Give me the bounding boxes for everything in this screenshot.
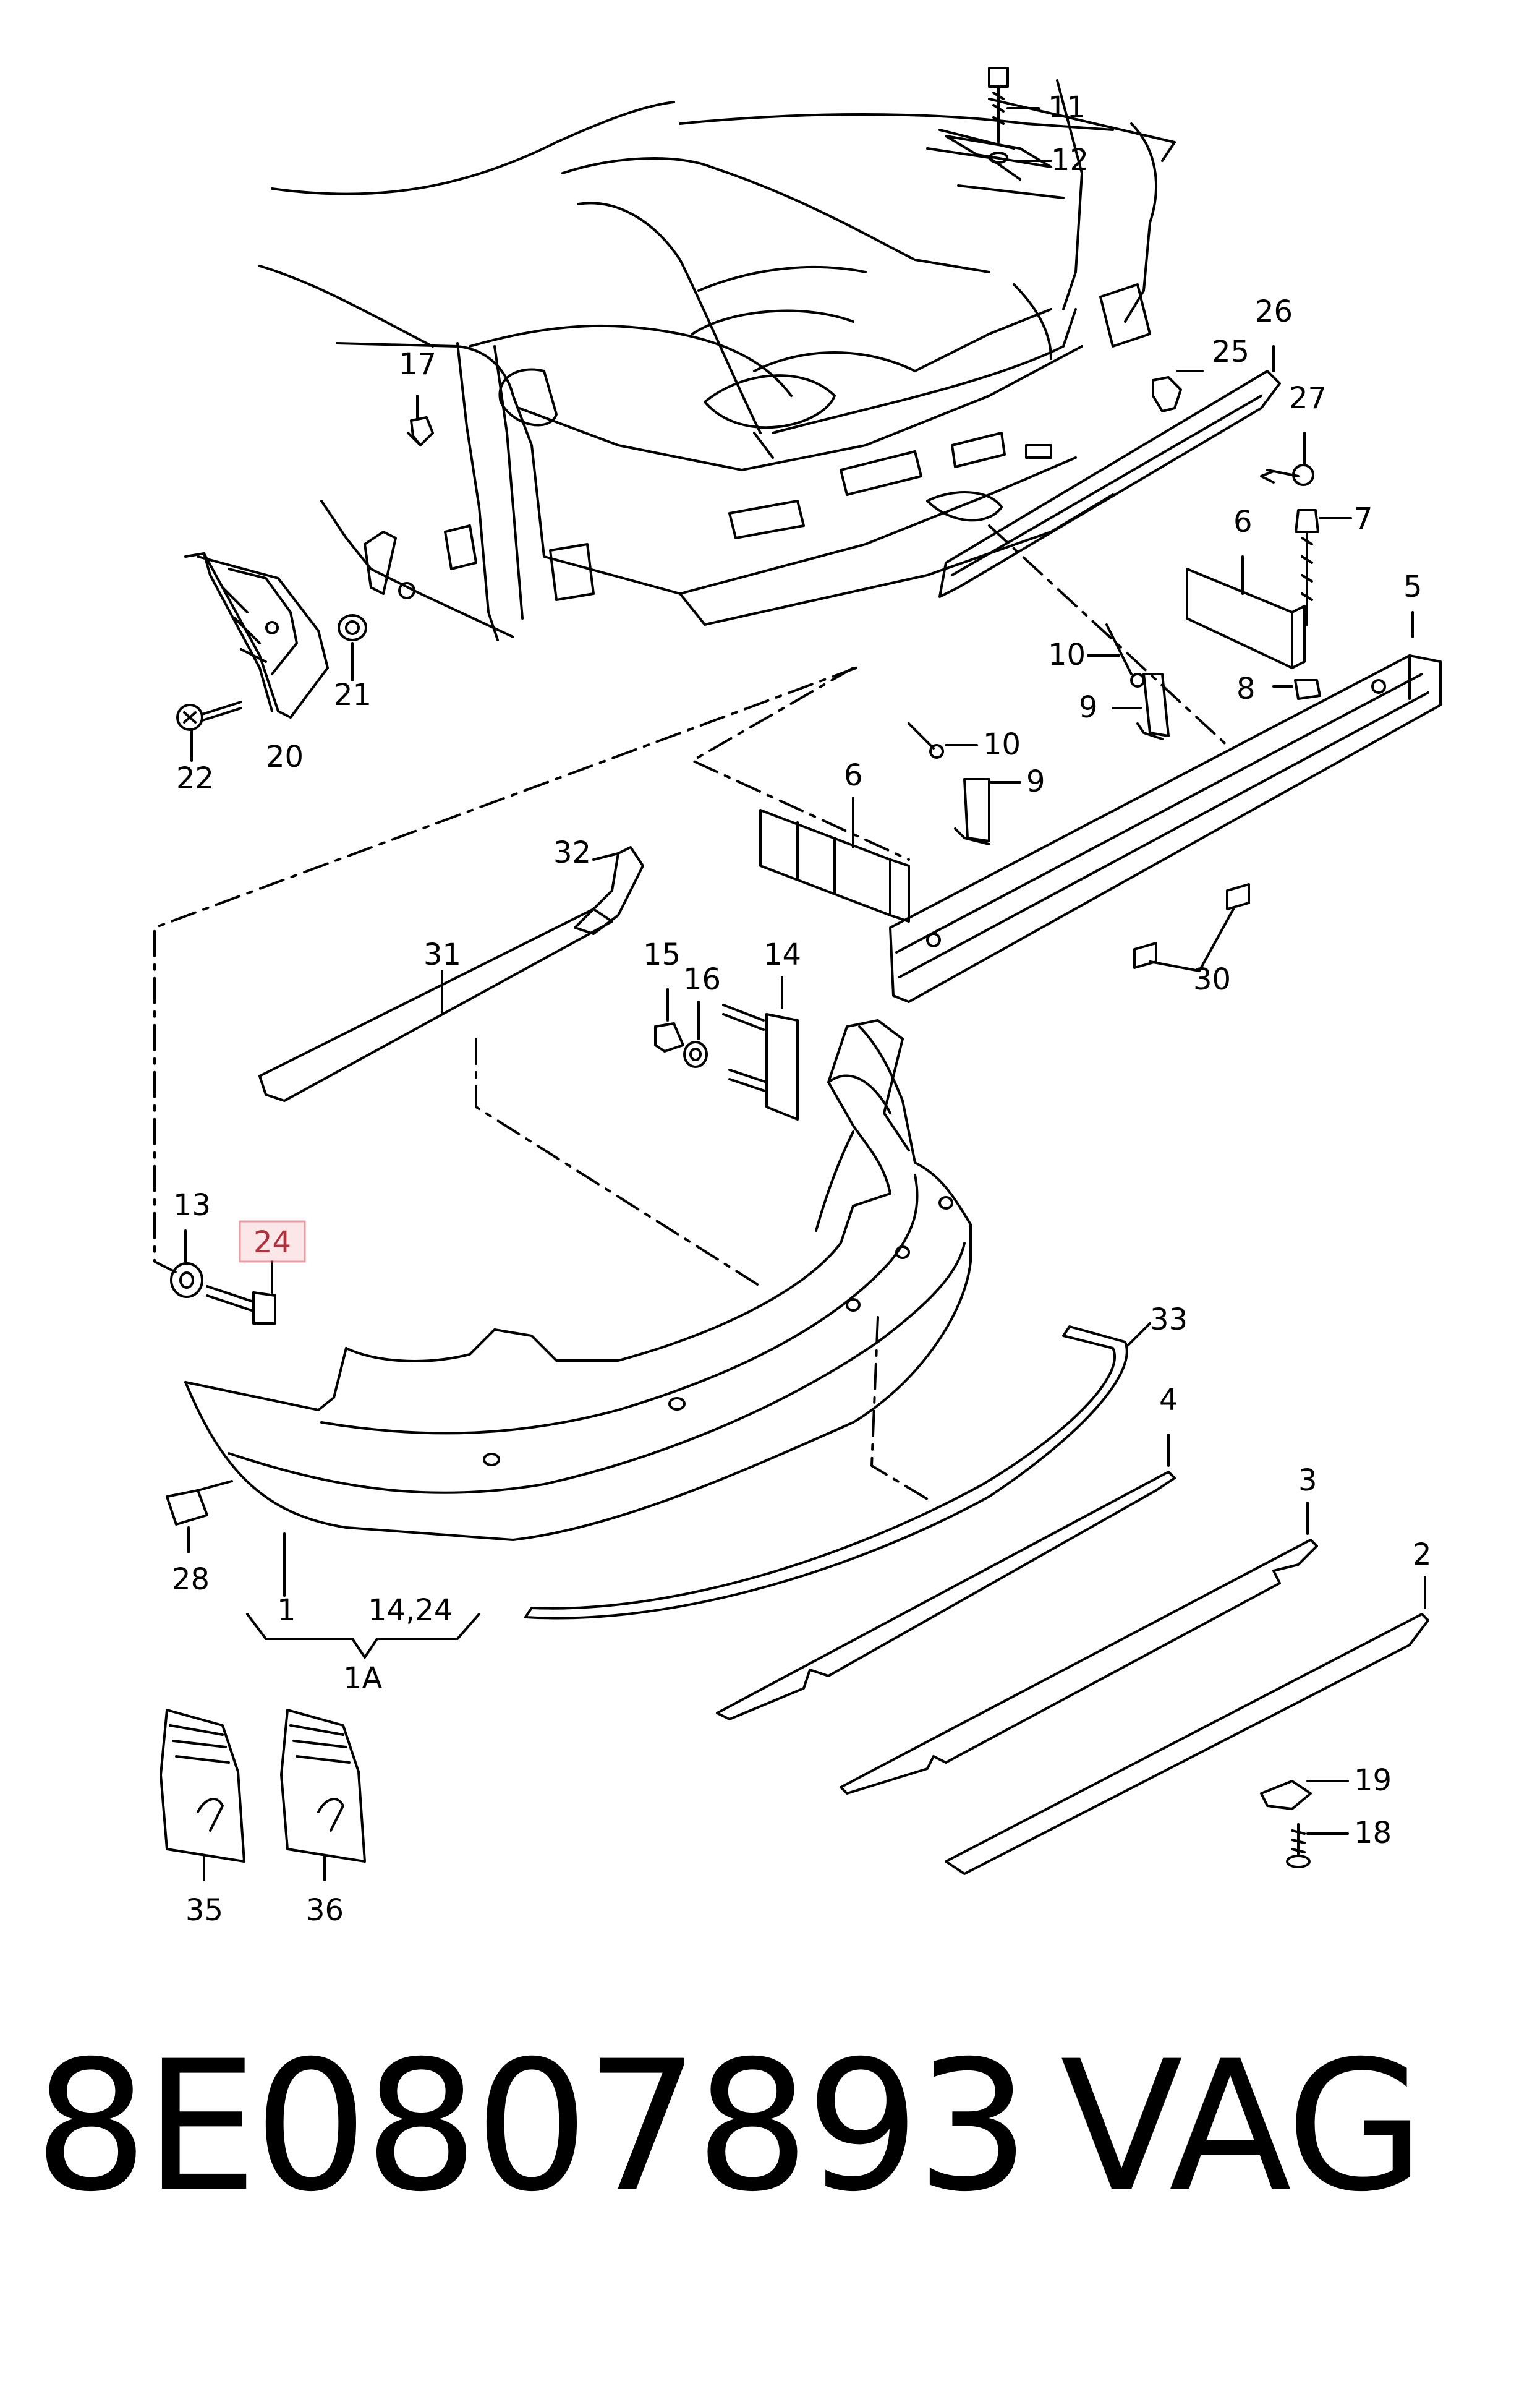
callout-18: 18 xyxy=(1354,1816,1392,1850)
car-rear-body xyxy=(258,79,1176,641)
callout-12: 12 xyxy=(1051,143,1089,177)
bracket-9-upper xyxy=(1112,673,1170,740)
callout-24: 24 xyxy=(253,1225,291,1260)
impact-absorber-6-left xyxy=(759,797,910,923)
callout-28: 28 xyxy=(172,1562,210,1597)
bag-35 xyxy=(160,1709,245,1881)
washer-13 xyxy=(170,1229,203,1298)
nut-21 xyxy=(338,614,367,682)
nut-8 xyxy=(1272,679,1321,700)
chrome-trim-33 xyxy=(524,1322,1151,1620)
trim-4 xyxy=(716,1434,1176,1720)
callout-17: 17 xyxy=(399,347,436,382)
callout-1: 1 xyxy=(277,1593,296,1628)
callout-9b: 9 xyxy=(1026,764,1045,799)
callout-16: 16 xyxy=(683,962,721,997)
callout-10b: 10 xyxy=(983,727,1021,762)
footer: 8E0807893 VAG xyxy=(34,2035,1518,2220)
callout-22: 22 xyxy=(176,761,214,796)
nut-15 xyxy=(654,988,684,1053)
bracket-14 xyxy=(722,976,799,1121)
callout-2: 2 xyxy=(1413,1537,1432,1572)
callout-6a: 6 xyxy=(1233,505,1253,539)
callout-13: 13 xyxy=(173,1188,211,1223)
bolt-24 xyxy=(206,1260,276,1325)
callout-36: 36 xyxy=(306,1893,344,1928)
washer-16 xyxy=(683,1001,708,1068)
callout-4: 4 xyxy=(1159,1383,1178,1417)
callout-6b: 6 xyxy=(844,758,863,793)
spacer-30 xyxy=(1133,883,1250,972)
bumper-cover-1 xyxy=(184,1019,972,1597)
callout-3: 3 xyxy=(1298,1463,1317,1498)
trim-strip-31 xyxy=(258,908,613,1102)
callout-20: 20 xyxy=(266,740,304,774)
callout-14-24: 14,24 xyxy=(368,1593,453,1628)
callout-30: 30 xyxy=(1193,962,1231,997)
leader-lines xyxy=(153,524,1232,1504)
clip-28 xyxy=(166,1480,233,1553)
callout-10a: 10 xyxy=(1048,638,1086,672)
callout-19: 19 xyxy=(1354,1763,1392,1798)
part-number: 8E0807893 xyxy=(34,2023,1030,2231)
callout-25: 25 xyxy=(1212,335,1249,369)
callout-31: 31 xyxy=(423,938,461,972)
trim-3 xyxy=(840,1502,1318,1795)
washer-12 xyxy=(945,135,1052,168)
impact-absorber-6-right xyxy=(1186,555,1306,669)
callout-8: 8 xyxy=(1236,672,1256,706)
clip-17 xyxy=(410,395,434,446)
bracket-9-lower xyxy=(954,778,1021,845)
screw-18 xyxy=(1286,1823,1349,1868)
bumper-crossbeam-5 xyxy=(889,611,1442,1003)
highlight-box-24 xyxy=(239,1220,306,1263)
screw-22 xyxy=(176,701,242,762)
callout-33: 33 xyxy=(1150,1302,1188,1337)
rivet-10-upper xyxy=(1087,623,1145,688)
callout-9a: 9 xyxy=(1079,690,1098,725)
bolt-7 xyxy=(1295,509,1352,626)
callout-7: 7 xyxy=(1354,502,1373,536)
bumper-bracket-20 xyxy=(184,552,329,719)
callout-15: 15 xyxy=(643,938,681,972)
deflector-26 xyxy=(938,345,1281,598)
screw-27 xyxy=(1260,432,1314,486)
bag-36 xyxy=(280,1709,366,1881)
callout-5: 5 xyxy=(1403,570,1423,604)
trim-2 xyxy=(945,1576,1429,1875)
callout-26: 26 xyxy=(1255,294,1293,329)
spring-nut-19 xyxy=(1260,1780,1349,1810)
callout-35: 35 xyxy=(185,1893,223,1928)
callout-21: 21 xyxy=(334,678,372,712)
clip-25 xyxy=(1152,370,1204,412)
brand-name: VAG xyxy=(1060,2023,1425,2231)
callout-11: 11 xyxy=(1048,90,1086,125)
callout-1A: 1A xyxy=(343,1661,383,1696)
brace-1A xyxy=(246,1613,480,1659)
callout-27: 27 xyxy=(1289,381,1327,416)
callout-32: 32 xyxy=(553,835,591,870)
rivet-10-lower xyxy=(908,722,978,759)
callout-14: 14 xyxy=(764,938,801,972)
